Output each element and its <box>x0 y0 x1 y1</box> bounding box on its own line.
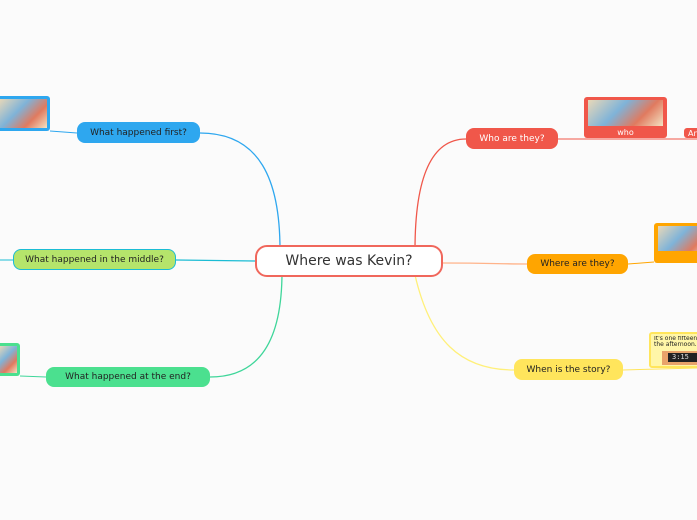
central-topic[interactable]: Where was Kevin? <box>255 245 443 277</box>
topic-what-happened-first[interactable]: What happened first? <box>77 122 200 143</box>
topic-what-happened-end[interactable]: What happened at the end? <box>46 367 210 387</box>
when-clock: 3:15 <box>668 353 697 362</box>
where-caption: whe <box>654 253 697 262</box>
image-first[interactable] <box>0 96 50 131</box>
topic-what-happened-middle[interactable]: What happened in the middle? <box>13 249 176 270</box>
topic-when-is-the-story[interactable]: When is the story? <box>514 359 623 380</box>
when-text: It's one fifteen in the afternoon. <box>654 336 697 348</box>
image-when[interactable]: It's one fifteen in the afternoon. 3:15 <box>649 332 697 368</box>
image-end[interactable] <box>0 343 20 376</box>
subtopic-who-next[interactable]: An <box>684 128 697 138</box>
image-where[interactable]: whe <box>654 223 697 263</box>
topic-who-are-they[interactable]: Who are they? <box>466 128 558 149</box>
image-who[interactable]: who <box>584 97 667 138</box>
topic-where-are-they[interactable]: Where are they? <box>527 254 628 274</box>
who-caption: who <box>617 128 634 137</box>
